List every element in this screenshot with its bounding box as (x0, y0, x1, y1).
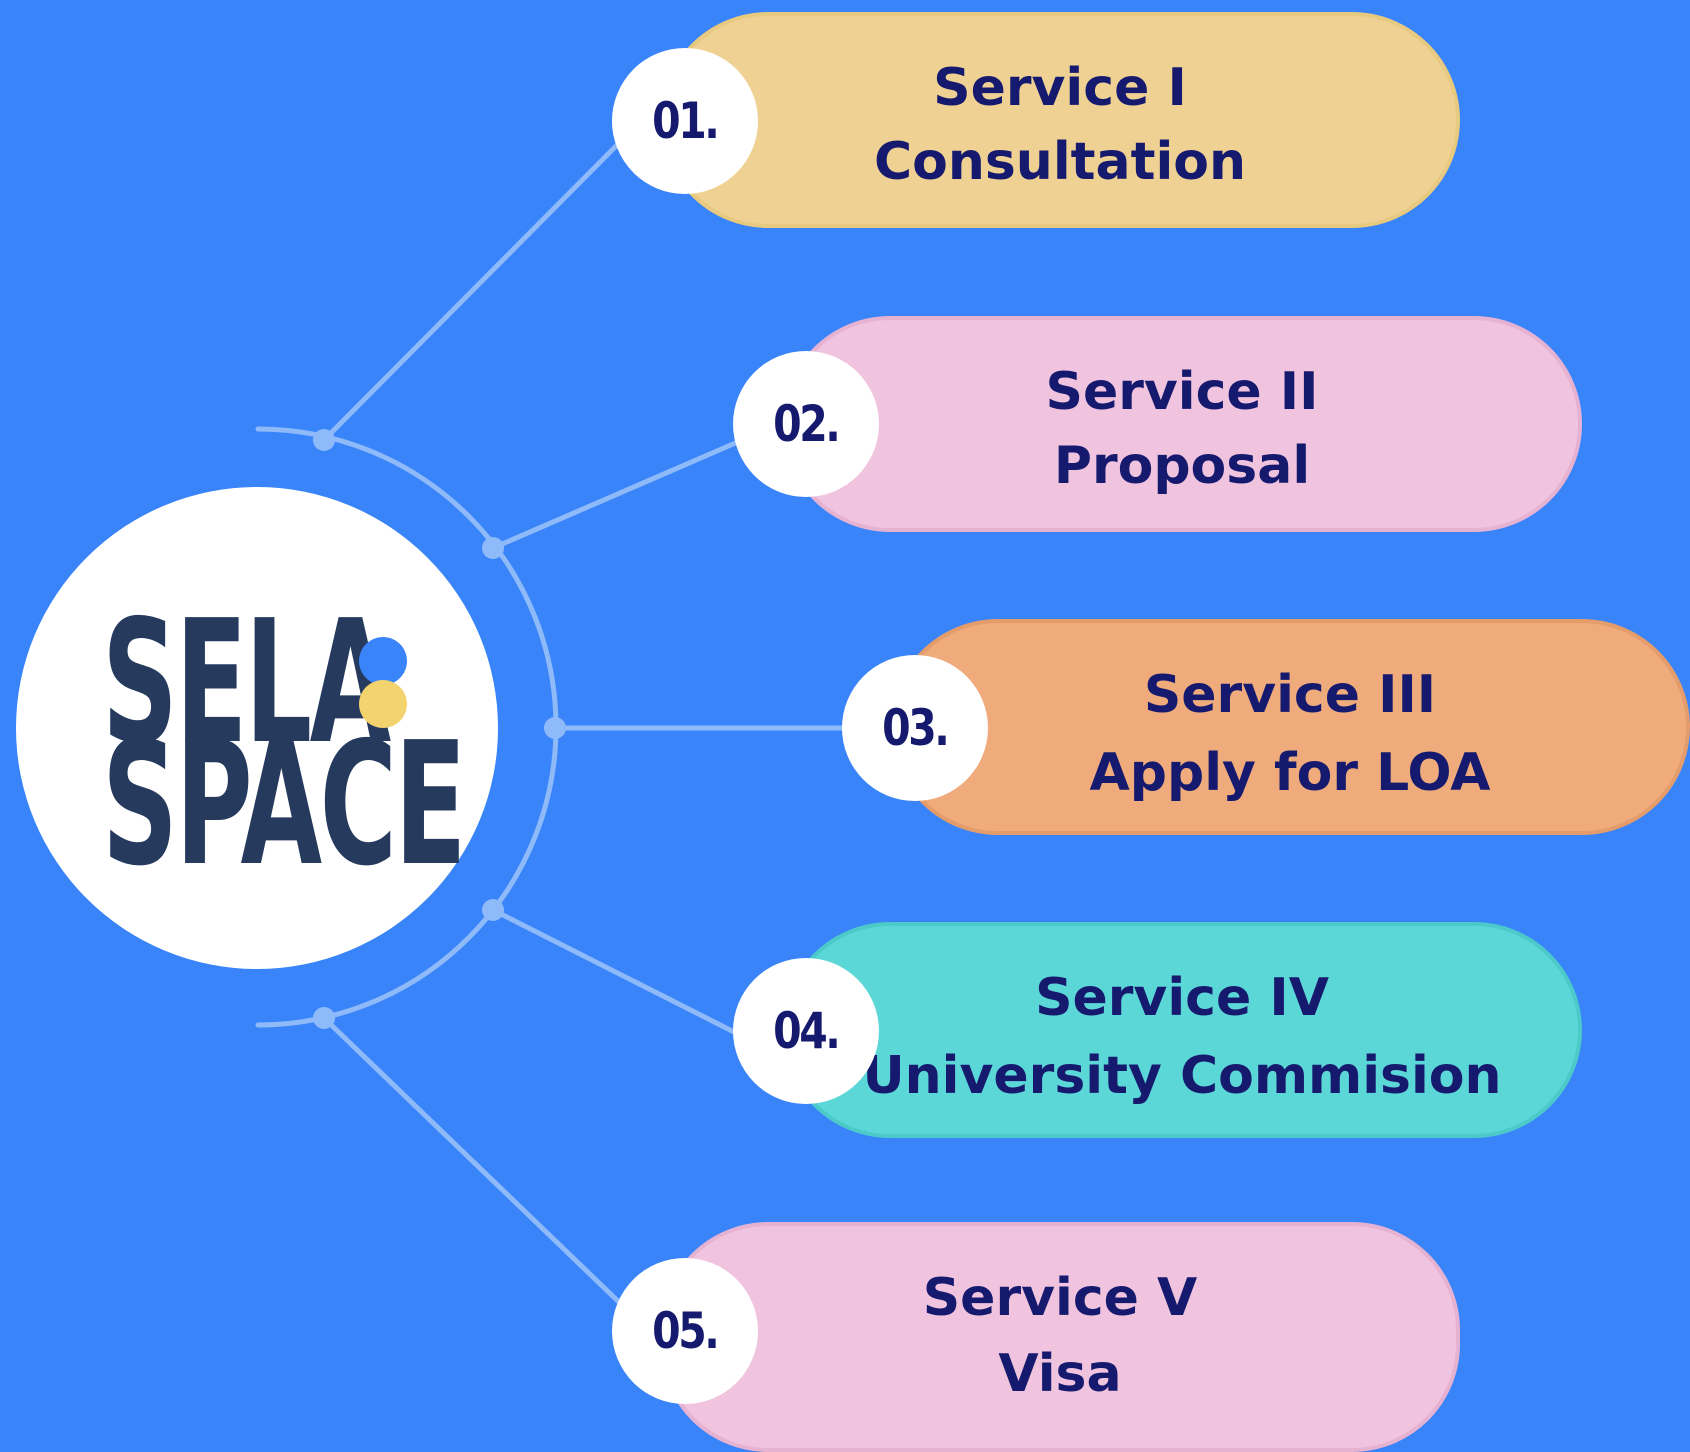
service-subtitle: Proposal (1053, 436, 1311, 496)
service-number: 03. (882, 699, 950, 757)
service-number-badge: 05. (612, 1258, 758, 1404)
service-number: 01. (652, 92, 720, 150)
logo-text-space: SPACE (102, 706, 466, 904)
service-title: Service IV (1035, 968, 1329, 1028)
service-number: 04. (773, 1002, 841, 1060)
service-pill-apply-for-loa: Service III Apply for LOA (890, 619, 1690, 835)
service-number-badge: 01. (612, 48, 758, 194)
connector-5 (321, 1015, 625, 1308)
node-dot-2 (482, 537, 504, 559)
connector-4 (490, 907, 743, 1038)
logo-dot-blue (359, 637, 407, 685)
service-subtitle: Visa (998, 1344, 1122, 1404)
service-number-badge: 04. (733, 958, 879, 1104)
service-number: 02. (773, 395, 841, 453)
service-pill-proposal: Service II Proposal (782, 316, 1582, 532)
service-pill-visa: Service V Visa (660, 1222, 1460, 1452)
service-subtitle: University Commision (862, 1046, 1502, 1106)
service-pill-consultation: Service I Consultation (660, 12, 1460, 228)
node-dot-5 (313, 1007, 335, 1029)
service-pill-university-commision: Service IV University Commision (782, 922, 1582, 1138)
logo-dot-yellow (359, 680, 407, 728)
node-dot-4 (482, 899, 504, 921)
service-subtitle: Apply for LOA (1089, 743, 1491, 803)
node-dot-1 (313, 429, 335, 451)
service-number-badge: 02. (733, 351, 879, 497)
service-number: 05. (652, 1302, 720, 1360)
service-title: Service I (933, 58, 1187, 118)
service-number-badge: 03. (842, 655, 988, 801)
service-title: Service III (1143, 665, 1437, 725)
service-title: Service II (1045, 362, 1319, 422)
service-title: Service V (922, 1268, 1198, 1328)
node-dot-3 (544, 717, 566, 739)
connector-2 (490, 438, 743, 551)
connector-1 (321, 137, 625, 443)
service-subtitle: Consultation (873, 132, 1247, 192)
logo-circle (16, 487, 498, 969)
